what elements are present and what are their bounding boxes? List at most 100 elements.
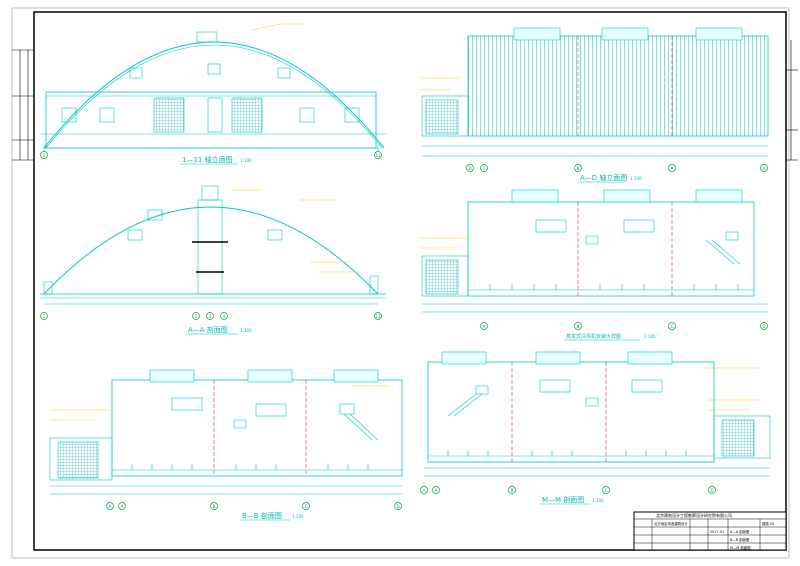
bb-annex <box>49 437 113 481</box>
view-title-v4: 蒸发式冷风机安装大样图 <box>566 333 621 340</box>
title-block-company: 北京建筑设计工程勘察设计研究院有限公司 <box>656 512 732 518</box>
axis-label-v2-2: B <box>577 166 580 171</box>
right-binding-strip <box>786 40 798 161</box>
axis-label-v3-2: 3 <box>209 314 212 319</box>
view-scale-v1: 1:100 <box>240 158 252 163</box>
dimension-lines-v4 <box>422 303 768 313</box>
axis-label-v6-2: B <box>511 488 514 493</box>
detail-grille <box>425 259 459 295</box>
end-wall <box>45 91 377 149</box>
bb-frame <box>111 379 403 477</box>
view-scale-v5: 1:100 <box>292 514 304 519</box>
view-title-v1: 1—11 轴立面图 <box>182 155 233 164</box>
entrance-door <box>207 97 223 133</box>
mm-frame <box>427 361 715 463</box>
view-scale-v3: 1:100 <box>240 328 252 333</box>
mm-annex <box>713 415 771 459</box>
sheet-outer-border <box>11 7 790 559</box>
axis-label-v3-0: 1 <box>43 314 46 319</box>
detail-frame <box>467 201 755 297</box>
title-block-drawing3: M—M 剖面图 <box>730 545 751 550</box>
dimension-lines-v5 <box>50 485 402 495</box>
sheet-inner-border <box>33 11 787 551</box>
bb-grille <box>57 441 99 479</box>
section-right-wall <box>369 275 379 295</box>
left-binding-strip <box>12 49 34 161</box>
leader-notes-v3 <box>232 189 360 273</box>
cooling-units-v4 <box>511 189 743 203</box>
cooling-units-v2 <box>513 27 743 41</box>
annex-grille <box>425 99 459 135</box>
windows-v1 <box>61 63 360 123</box>
dimension-lines-v2 <box>422 145 768 157</box>
feeder-ticks-v5 <box>131 464 369 470</box>
title-block-drawing: A—A 剖面图 <box>730 529 750 534</box>
axis-label-v3-4: 11 <box>375 314 381 319</box>
ducts-v6 <box>539 379 663 407</box>
view-scale-v4: 1:100 <box>644 334 656 339</box>
side-wall-corrugated <box>467 35 769 137</box>
annex-wall <box>421 95 469 137</box>
axis-label-v5-2: B <box>213 504 216 509</box>
leader-notes-v6 <box>702 367 760 411</box>
view-title-v6: M—M 剖面图 <box>542 495 584 504</box>
stairs-v5 <box>339 403 379 441</box>
axis-label-v6-3: C <box>605 488 608 493</box>
axis-label-v2-1: C <box>483 166 486 171</box>
feeder-ticks-v6 <box>447 450 687 456</box>
view-scale-v6: 1:100 <box>592 498 604 503</box>
axis-label-v5-4: D <box>396 504 399 509</box>
stairs-v4 <box>705 231 741 265</box>
axis-label-v3-1: 2 <box>195 314 198 319</box>
section-left-wall <box>43 281 53 295</box>
ridge-vent <box>196 31 218 43</box>
axis-label-v4-0: A <box>483 324 486 329</box>
axis-label-v3-3: 4 <box>223 314 226 319</box>
axis-label-v2-4: A <box>763 166 766 171</box>
windows-v3 <box>127 209 283 241</box>
title-block-project: 北方地区鸡舍建筑设计 <box>654 521 689 526</box>
axis-label-v2-0: D <box>468 166 471 171</box>
view-cooler-detail: A B C D 蒸发式冷风机安装大样图 1:100 <box>420 189 768 341</box>
detail-annex <box>421 255 469 297</box>
view-title-v3: A—A 剖面图 <box>188 325 228 334</box>
view-title-v2: A—D 轴立面图 <box>580 173 627 182</box>
cooling-units-v6 <box>441 351 673 365</box>
axis-label-v5-0: A <box>109 504 112 509</box>
axis-label-v5-1: A <box>121 504 124 509</box>
dimension-lines-v6 <box>424 467 770 477</box>
view-title-v5: B—B 剖面图 <box>242 511 282 520</box>
view-1-11-elevation: 1 11 1—11 轴立面图 1:100 <box>40 23 386 165</box>
axis-label-v1-11: 11 <box>375 153 381 158</box>
fan-grille-right <box>231 97 263 133</box>
cooling-units-v5 <box>149 369 379 383</box>
axis-label-v4-2: C <box>671 324 674 329</box>
view-a-d-elevation: D C B A A A—D 轴立面图 1:100 <box>420 27 769 183</box>
axis-label-v2-3: A <box>671 166 674 171</box>
stairs-v6 <box>447 385 489 417</box>
title-block: 北京建筑设计工程勘察设计研究院有限公司 北方地区鸡舍建筑设计 2017-01 A… <box>633 511 787 551</box>
section-shaft <box>197 199 223 295</box>
leader-notes-v4 <box>420 237 470 249</box>
ducts-v5 <box>171 397 287 429</box>
mm-grille <box>721 419 755 457</box>
axis-label-v4-1: B <box>577 324 580 329</box>
title-block-sheet: 建施-05 <box>762 521 774 526</box>
section-arch <box>43 206 379 295</box>
axis-label-v6-1: A <box>435 488 438 493</box>
view-m-m-section: A A B C D M—M 剖面图 1:100 <box>420 351 771 505</box>
view-a-a-section: 1 2 3 4 11 A—A 剖面图 1:100 <box>40 185 386 335</box>
ducts-v4 <box>535 219 655 245</box>
axis-label-v1-1: 1 <box>43 153 46 158</box>
feeder-ticks-v4 <box>489 284 739 290</box>
axis-label-v5-3: C <box>305 504 308 509</box>
arch-roof-inner <box>45 44 383 149</box>
axis-label-v4-3: D <box>762 324 765 329</box>
axis-label-v6-4: D <box>710 488 713 493</box>
leader-notes-v2 <box>420 77 460 91</box>
fan-grille-left <box>153 97 185 133</box>
title-block-date: 2017-01 <box>710 530 724 534</box>
leader-notes-v5 <box>50 385 390 421</box>
axis-label-v6-0: A <box>423 488 426 493</box>
